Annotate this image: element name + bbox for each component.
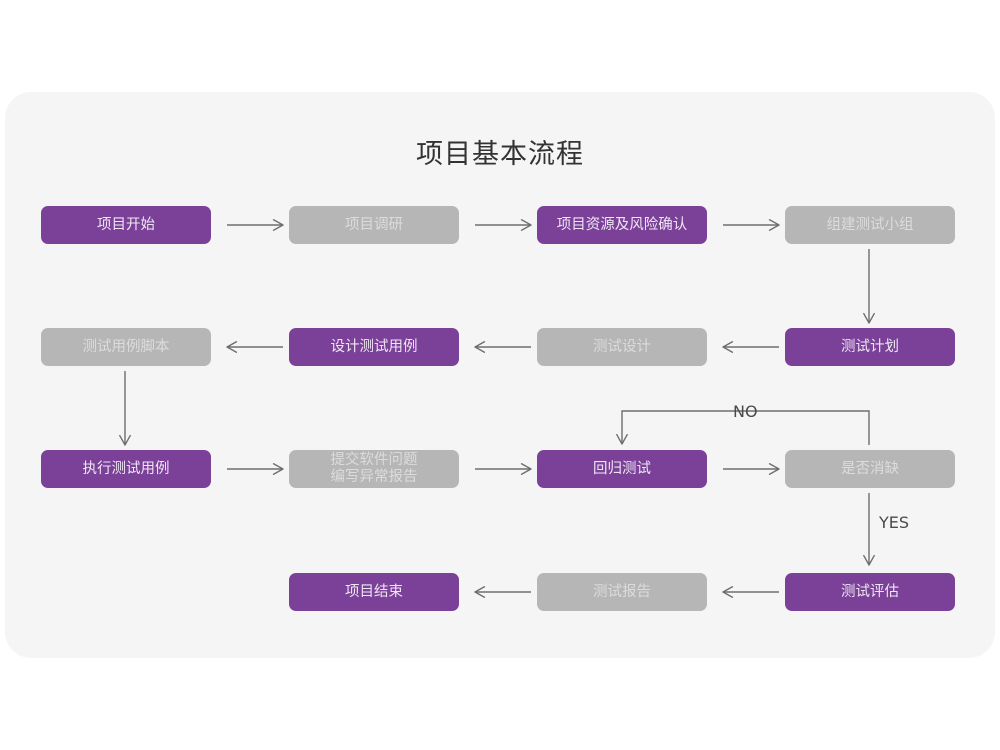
- flow-node-n15[interactable]: 测试评估: [785, 573, 955, 611]
- flow-node-n8[interactable]: 测试计划: [785, 328, 955, 366]
- edge-label-yes: YES: [879, 513, 910, 532]
- edge-label-no: NO: [733, 402, 758, 421]
- flow-node-n10[interactable]: 提交软件问题 编写异常报告: [289, 450, 459, 488]
- flow-node-n11[interactable]: 回归测试: [537, 450, 707, 488]
- flow-node-n5[interactable]: 测试用例脚本: [41, 328, 211, 366]
- flow-node-n2[interactable]: 项目调研: [289, 206, 459, 244]
- flow-node-n9[interactable]: 执行测试用例: [41, 450, 211, 488]
- flow-node-n4[interactable]: 组建测试小组: [785, 206, 955, 244]
- flowchart-card: 项目基本流程: [5, 92, 995, 658]
- page-title: 项目基本流程: [416, 139, 584, 170]
- flow-node-n1[interactable]: 项目开始: [41, 206, 211, 244]
- flow-node-n12[interactable]: 是否消缺: [785, 450, 955, 488]
- flow-node-n3[interactable]: 项目资源及风险确认: [537, 206, 707, 244]
- flow-node-n6[interactable]: 设计测试用例: [289, 328, 459, 366]
- flow-node-n7[interactable]: 测试设计: [537, 328, 707, 366]
- flow-node-n14[interactable]: 测试报告: [537, 573, 707, 611]
- flow-node-n13[interactable]: 项目结束: [289, 573, 459, 611]
